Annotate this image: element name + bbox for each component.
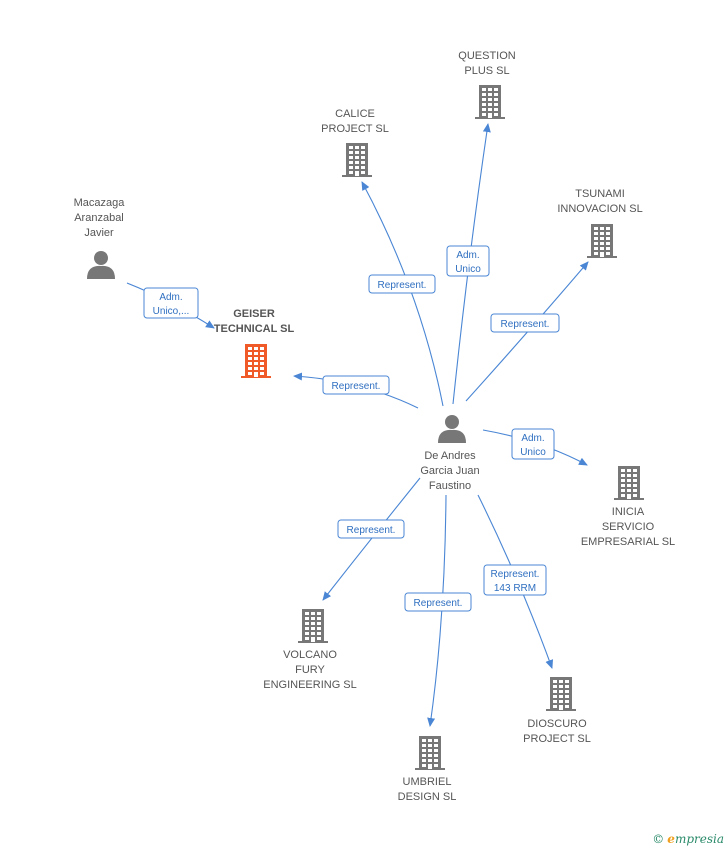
edge-label-box[interactable] [322, 375, 390, 395]
edge-label-box[interactable] [368, 274, 436, 294]
node-volcano[interactable]: VOLCANO FURY ENGINEERING SL [263, 609, 357, 691]
building-icon [587, 224, 617, 258]
edge-label-text: 143 RRM [494, 583, 536, 594]
building-icon [546, 677, 576, 711]
edge-deandres-question: Adm. Unico [446, 123, 491, 405]
edge-label-text: Unico [520, 447, 546, 458]
node-label: DESIGN SL [398, 791, 457, 803]
node-label: Macazaga [74, 197, 126, 209]
node-label: PROJECT SL [523, 733, 591, 745]
edge-label-text: Adm. [521, 433, 544, 444]
node-label: PLUS SL [464, 65, 509, 77]
building-icon [614, 466, 644, 500]
node-label: CALICE [335, 108, 375, 120]
edge-macazaga-geiser: Adm. Unico,... [126, 282, 215, 329]
person-icon [87, 251, 115, 279]
node-label: Garcia Juan [420, 465, 479, 477]
edge-label-box[interactable] [483, 564, 547, 596]
building-icon [342, 143, 372, 177]
node-label: PROJECT SL [321, 123, 389, 135]
edge-deandres-geiser: Represent. [293, 372, 419, 409]
brand-initial: e [667, 832, 675, 846]
edge-deandres-dioscuro: Represent. 143 RRM [477, 494, 554, 669]
building-icon [475, 85, 505, 119]
edge-label-text: Represent. [347, 525, 396, 536]
brand-name: mpresia [674, 832, 724, 846]
edge-line [427, 494, 447, 727]
node-dioscuro[interactable]: DIOSCURO PROJECT SL [523, 677, 591, 745]
node-inicia[interactable]: INICIA SERVICIO EMPRESARIAL SL [581, 466, 675, 548]
node-label: TECHNICAL SL [214, 323, 295, 335]
edge-deandres-tsunami: Represent. [465, 261, 589, 402]
edge-deandres-calice: Represent. [361, 181, 444, 407]
edge-line [361, 181, 444, 407]
node-calice[interactable]: CALICE PROJECT SL [321, 108, 389, 177]
person-icon [438, 415, 466, 443]
edge-label-box[interactable] [511, 428, 555, 460]
edge-deandres-inicia: Adm. Unico [482, 428, 588, 466]
edge-label-box[interactable] [337, 519, 405, 539]
edge-label-text: Represent. [378, 280, 427, 291]
node-tsunami[interactable]: TSUNAMI INNOVACION SL [557, 188, 643, 258]
copyright-icon: © [652, 832, 665, 846]
node-label: INICIA [612, 506, 645, 518]
edge-deandres-umbriel: Represent. [404, 494, 472, 727]
edge-label-text: Represent. [501, 319, 550, 330]
node-label: ENGINEERING SL [263, 679, 357, 691]
node-geiser[interactable]: GEISER TECHNICAL SL [214, 308, 295, 378]
edge-label-text: Unico [455, 264, 481, 275]
node-label: QUESTION [458, 50, 516, 62]
node-label: TSUNAMI [575, 188, 625, 200]
node-label: Faustino [429, 480, 471, 492]
building-icon [415, 736, 445, 770]
node-label: FURY [295, 664, 325, 676]
node-label: VOLCANO [283, 649, 337, 661]
edge-line [322, 477, 421, 601]
building-icon [241, 344, 271, 378]
node-label: GEISER [233, 308, 275, 320]
node-question[interactable]: QUESTION PLUS SL [458, 50, 516, 119]
node-label: SERVICIO [602, 521, 655, 533]
node-label: EMPRESARIAL SL [581, 536, 675, 548]
node-umbriel[interactable]: UMBRIEL DESIGN SL [398, 736, 457, 803]
edge-label-text: Unico,... [153, 306, 190, 317]
edge-label-text: Represent. [332, 381, 381, 392]
empresia-watermark: ©empresia [652, 832, 724, 846]
edge-deandres-volcano: Represent. [322, 477, 421, 601]
edge-label-text: Adm. [456, 250, 479, 261]
edge-label-box[interactable] [490, 313, 560, 333]
node-label: UMBRIEL [403, 776, 452, 788]
node-label: DIOSCURO [527, 718, 587, 730]
edge-label-text: Represent. [414, 598, 463, 609]
node-label: INNOVACION SL [557, 203, 642, 215]
edge-label-text: Adm. [159, 292, 182, 303]
edge-label-text: Represent. [491, 569, 540, 580]
edge-label-box[interactable] [143, 287, 199, 319]
building-icon [298, 609, 328, 643]
node-label: Aranzabal [74, 212, 124, 224]
edge-label-box[interactable] [446, 245, 490, 277]
node-label: De Andres [424, 450, 476, 462]
edge-label-box[interactable] [404, 592, 472, 612]
node-label: Javier [84, 227, 114, 239]
